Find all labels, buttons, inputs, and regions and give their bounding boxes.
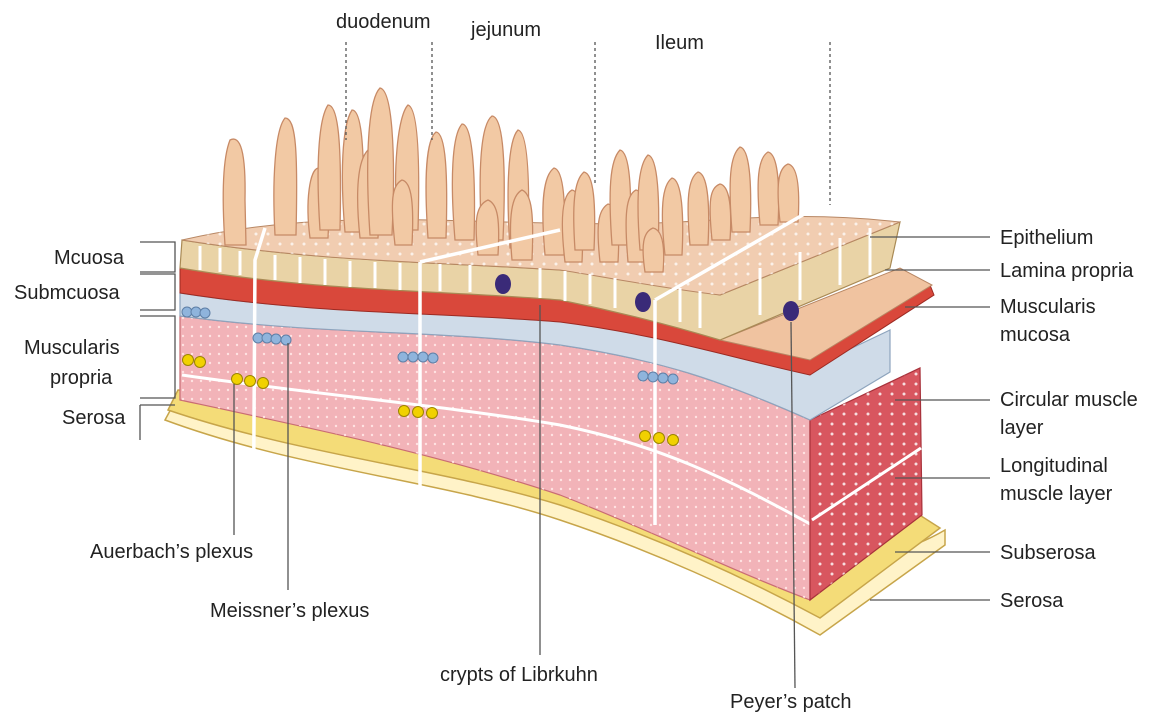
label-crypts: crypts of Librkuhn (440, 664, 598, 686)
peyers-patch-node (783, 301, 799, 321)
label-auerbach-plexus: Auerbach’s plexus (90, 541, 253, 563)
label-circular-muscle-1: Circular muscle (1000, 389, 1138, 411)
label-jejunum: jejunum (470, 19, 541, 41)
left-labels: Mcuosa Submcuosa Muscularis propria Sero… (14, 247, 126, 429)
segment-labels: duodenum jejunum Ileum (336, 11, 704, 54)
label-serosa-right: Serosa (1000, 590, 1064, 612)
label-epithelium: Epithelium (1000, 227, 1093, 249)
label-longitudinal-muscle-2: muscle layer (1000, 483, 1113, 505)
label-longitudinal-muscle-1: Longitudinal (1000, 455, 1108, 477)
label-muscularis-propria-2: propria (50, 367, 113, 389)
label-muscularis-mucosa-2: mucosa (1000, 324, 1071, 346)
label-muscularis-propria-1: Muscularis (24, 337, 120, 359)
label-mucosa: Mcuosa (54, 247, 125, 269)
label-ileum: Ileum (655, 32, 704, 54)
label-subserosa: Subserosa (1000, 542, 1096, 564)
label-submucosa: Submcuosa (14, 282, 120, 304)
peyers-patch-node (495, 274, 511, 294)
right-labels: Epithelium Lamina propria Muscularis muc… (1000, 227, 1138, 612)
label-peyers-patch: Peyer’s patch (730, 691, 852, 713)
label-muscularis-mucosa-1: Muscularis (1000, 296, 1096, 318)
label-lamina-propria: Lamina propria (1000, 260, 1134, 282)
label-circular-muscle-2: layer (1000, 417, 1044, 439)
label-duodenum: duodenum (336, 11, 431, 33)
label-serosa-left: Serosa (62, 407, 126, 429)
label-meissner-plexus: Meissner’s plexus (210, 600, 369, 622)
peyers-patch-node (635, 292, 651, 312)
tissue-body (165, 88, 945, 635)
